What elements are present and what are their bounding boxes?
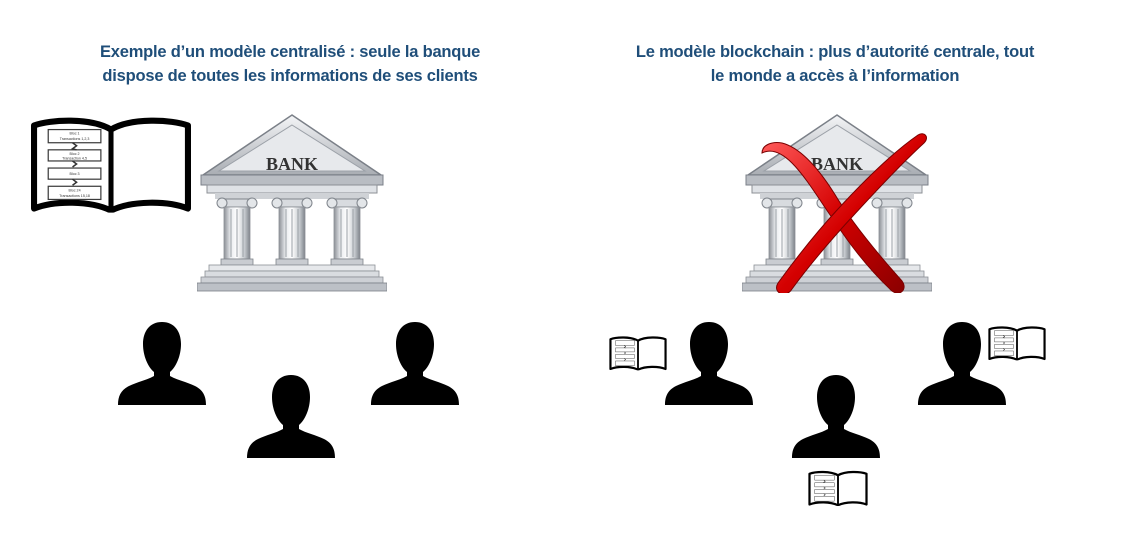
right-title-line1: Le modèle blockchain : plus d’autorité c… [635,43,1035,61]
person-icon [370,320,460,405]
ledger-book-icon: Bloc 1 Transactions 1,2,3 Bloc 2 Transac… [30,115,192,213]
ledger-book-icon [808,465,868,511]
bank-building-icon: BANK [197,113,387,293]
ledger-block-sub: Transaction 4,5 [62,156,87,160]
bank-label: BANK [266,154,318,174]
person-icon [117,320,207,405]
left-title-line2: dispose de toutes les informations de se… [102,67,478,85]
left-panel-title: Exemple d’un modèle centralisé : seule l… [40,40,540,88]
right-title-line2: le monde a accès à l’information [710,67,960,85]
ledger-block-label: Bloc 3 [70,172,80,176]
right-panel-title: Le modèle blockchain : plus d’autorité c… [590,40,1080,88]
left-title-line1: Exemple d’un modèle centralisé : seule l… [99,43,481,61]
crossed-bank-icon: BANK [742,113,932,293]
person-icon [664,320,754,405]
bank-label: BANK [811,154,863,174]
ledger-block-label: Bloc 2 [70,152,80,156]
person-icon [246,373,336,458]
ledger-block-label: Bloc 24 [69,188,81,192]
ledger-book-icon [609,330,667,376]
ledger-block-sub: Transactions 1,2,3 [60,137,90,141]
ledger-book-icon [988,320,1046,366]
red-cross-icon [761,133,927,293]
ledger-block-sub: Transactions 15,18 [59,194,90,198]
ledger-block-label: Bloc 1 [70,132,80,136]
person-icon [791,373,881,458]
